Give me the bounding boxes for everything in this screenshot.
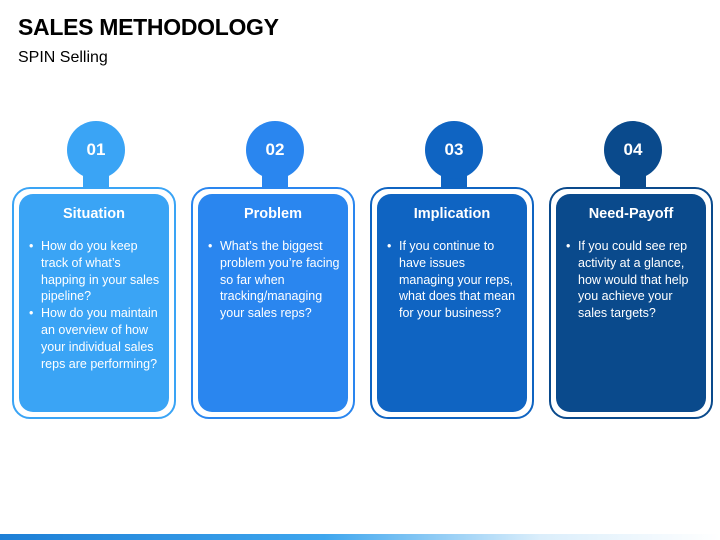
- step-number-badge: 03: [425, 121, 483, 179]
- step-title: Situation: [62, 206, 126, 222]
- step-title: Need-Payoff: [588, 206, 674, 222]
- step-card-frame: Implication If you continue to have issu…: [370, 187, 534, 419]
- step-bullet-list: If you continue to have issues managing …: [385, 238, 519, 322]
- step-card: Problem What’s the biggest problem you’r…: [198, 194, 348, 412]
- bullet-item: If you continue to have issues managing …: [387, 238, 519, 322]
- step-implication: 03 Implication If you continue to have i…: [370, 121, 538, 421]
- step-bullet-list: What’s the biggest problem you’re facing…: [206, 238, 340, 322]
- step-card-frame: Problem What’s the biggest problem you’r…: [191, 187, 355, 419]
- footer-accent-bar: [0, 534, 720, 540]
- step-need-payoff: 04 Need-Payoff If you could see rep acti…: [549, 121, 717, 421]
- step-number-badge: 01: [67, 121, 125, 179]
- step-bullet-list: If you could see rep activity at a glanc…: [564, 238, 698, 322]
- bullet-item: How do you maintain an overview of how y…: [29, 305, 161, 372]
- bullet-item: If you could see rep activity at a glanc…: [566, 238, 698, 322]
- step-bullet-list: How do you keep track of what’s happing …: [27, 238, 161, 372]
- step-title: Implication: [413, 206, 491, 222]
- step-card-frame: Need-Payoff If you could see rep activit…: [549, 187, 713, 419]
- step-card: Situation How do you keep track of what’…: [19, 194, 169, 412]
- slide-subtitle: SPIN Selling: [18, 49, 108, 66]
- step-card-frame: Situation How do you keep track of what’…: [12, 187, 176, 419]
- step-card: Implication If you continue to have issu…: [377, 194, 527, 412]
- step-number-badge: 04: [604, 121, 662, 179]
- step-situation: 01 Situation How do you keep track of wh…: [12, 121, 180, 421]
- bullet-item: What’s the biggest problem you’re facing…: [208, 238, 340, 322]
- step-card: Need-Payoff If you could see rep activit…: [556, 194, 706, 412]
- step-title: Problem: [243, 206, 302, 222]
- step-number-badge: 02: [246, 121, 304, 179]
- slide-title: SALES METHODOLOGY: [18, 14, 279, 40]
- bullet-item: How do you keep track of what’s happing …: [29, 238, 161, 305]
- step-problem: 02 Problem What’s the biggest problem yo…: [191, 121, 359, 421]
